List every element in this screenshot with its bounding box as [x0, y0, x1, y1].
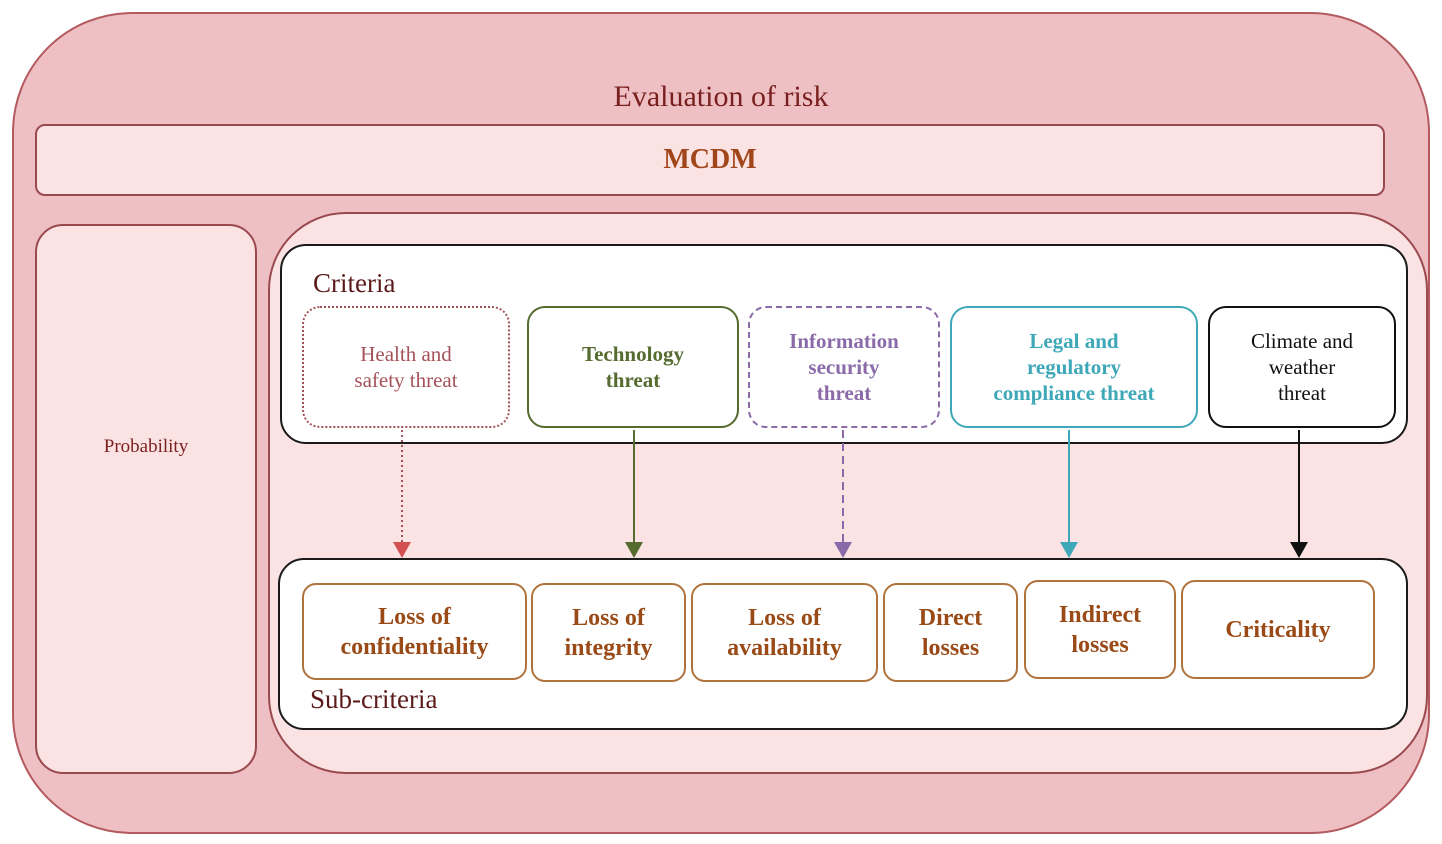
subcriterion-line: Loss of	[572, 604, 645, 631]
probability-box	[35, 224, 257, 774]
criterion-line: Climate and	[1250, 329, 1354, 353]
mcdm-box	[35, 124, 1385, 196]
arrow-legal	[1060, 430, 1078, 558]
arrow-health	[393, 430, 411, 558]
subcriterion-line: Criticality	[1225, 616, 1331, 643]
criterion-line: threat	[1278, 381, 1326, 405]
criteria-label: Criteria	[313, 268, 396, 298]
subcriterion-criticality: Criticality	[1181, 580, 1375, 679]
subcriterion-line: losses	[1071, 631, 1129, 658]
criterion-line: threat	[605, 368, 661, 392]
criterion-line: compliance threat	[993, 381, 1155, 405]
criterion-line: regulatory	[1026, 355, 1122, 379]
subcriterion-line: losses	[921, 634, 980, 661]
criterion-line: Health and	[360, 342, 452, 366]
subcriterion-line: Direct	[918, 604, 983, 631]
criterion-line: Legal and	[1029, 329, 1119, 353]
subcriterion-line: Loss of	[378, 603, 451, 630]
subcriterion-loss-of-availability: Loss of availability	[691, 583, 878, 682]
subcriterion-line: Loss of	[748, 604, 821, 631]
mcdm-label: MCDM	[663, 144, 757, 175]
arrow-climate	[1290, 430, 1308, 558]
subcriterion-line: Indirect	[1058, 601, 1142, 628]
subcriterion-indirect-losses: Indirect losses	[1024, 580, 1176, 679]
subcriterion-line: confidentiality	[340, 633, 489, 660]
subcriteria-label: Sub-criteria	[310, 684, 438, 714]
criterion-line: safety threat	[354, 368, 458, 392]
probability-label: Probability	[103, 436, 189, 457]
subcriterion-loss-of-integrity: Loss of integrity	[531, 583, 686, 682]
criterion-line: weather	[1268, 355, 1336, 379]
subcriterion-line: integrity	[564, 634, 653, 661]
subcriterion-line: availability	[727, 634, 842, 661]
arrow-information-security	[834, 430, 852, 558]
diagram-title: Evaluation of risk	[613, 80, 829, 113]
criterion-line: security	[808, 355, 880, 379]
arrow-technology	[625, 430, 643, 558]
criterion-line: threat	[816, 381, 872, 405]
subcriterion-loss-of-confidentiality: Loss of confidentiality	[302, 583, 527, 680]
criterion-line: Information	[789, 329, 899, 353]
criterion-line: Technology	[582, 342, 684, 366]
subcriterion-direct-losses: Direct losses	[883, 583, 1018, 682]
